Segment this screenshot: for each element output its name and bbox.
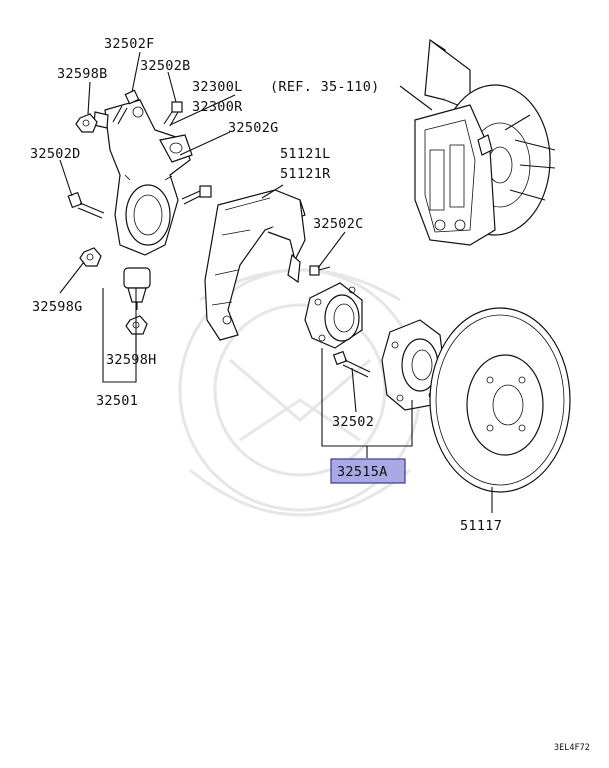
ref-leader: [399, 85, 433, 111]
label-32300L: 32300L: [192, 79, 243, 95]
steering-knuckle: [93, 99, 193, 256]
label-32598G: 32598G: [32, 299, 83, 315]
label-32502: 32502: [332, 414, 374, 430]
label-32502D: 32502D: [30, 146, 81, 162]
highlight-32515A[interactable]: 32515A: [330, 458, 406, 484]
label-32502F: 32502F: [104, 36, 155, 52]
label-51117: 51117: [460, 518, 502, 534]
part-labels: 32502F 32502B 32598B 32300L (REF. 35-110…: [30, 36, 380, 430]
bolt-32502C: [309, 265, 331, 276]
watermark-emblem: [178, 268, 422, 517]
nut-32598G: [79, 247, 102, 267]
bolt-32502D: [67, 191, 105, 219]
label-51121R: 51121R: [280, 166, 331, 182]
label-51121L: 51121L: [280, 146, 331, 162]
hub-bearing: [304, 282, 363, 349]
dust-shield: [204, 189, 306, 341]
wheel-hub: [381, 319, 446, 411]
label-32502C: 32502C: [313, 216, 364, 232]
brake-disc: [429, 307, 571, 493]
label-32515A: 32515A: [337, 464, 388, 480]
label-32598B: 32598B: [57, 66, 108, 82]
diagram-code: 3EL4F72: [554, 743, 590, 753]
label-32502B: 32502B: [140, 58, 191, 74]
bolt-32502G: [181, 185, 212, 205]
label-32300R: 32300R: [192, 99, 243, 115]
label-ref-35-110: (REF. 35-110): [270, 79, 380, 95]
brake-caliper-reference: [414, 38, 556, 246]
highlight-box: [330, 458, 406, 484]
bolt-32502B: [163, 101, 183, 127]
bolt-32502F: [112, 89, 140, 125]
label-32501: 32501: [96, 393, 138, 409]
nut-32598B: [75, 113, 98, 133]
leader-lines: [59, 51, 493, 513]
label-32502G: 32502G: [228, 120, 279, 136]
label-32598H: 32598H: [106, 352, 157, 368]
ball-joint-32501: [123, 267, 151, 310]
hub-bolt-32502: [332, 350, 371, 378]
